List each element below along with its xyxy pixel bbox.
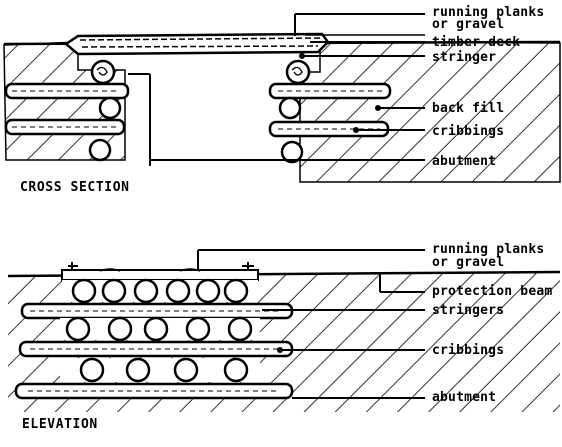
elevation-cribbing-row-3 bbox=[60, 357, 260, 383]
label-elev-running-planks-line1: running planks bbox=[432, 242, 544, 257]
label-back-fill: back fill bbox=[432, 101, 504, 116]
label-abutment: abutment bbox=[432, 154, 496, 169]
right-cribbings bbox=[268, 82, 392, 164]
stringer-logs bbox=[90, 59, 311, 85]
label-protection-beam: protection beam bbox=[432, 284, 552, 299]
log-grain-lines bbox=[28, 310, 280, 392]
elevation-drawing: running planks or gravel protection beam… bbox=[7, 242, 561, 432]
cross-section-drawing: running planks or gravel timber deck str… bbox=[3, 5, 561, 195]
elevation-stringers-row bbox=[62, 278, 258, 304]
label-elev-cribbings: cribbings bbox=[432, 343, 504, 358]
label-cribbings: cribbings bbox=[432, 124, 504, 139]
label-running-planks-line1: running planks bbox=[432, 5, 544, 20]
elevation-cribbing-row-2 bbox=[60, 316, 260, 342]
label-timber-deck: timber deck bbox=[432, 35, 520, 50]
cross-section-leaders bbox=[294, 13, 425, 131]
label-stringer: stringer bbox=[432, 50, 496, 65]
abutment-bracket bbox=[128, 73, 425, 166]
label-elev-running-planks-line2: or gravel bbox=[432, 255, 504, 270]
timber-deck bbox=[63, 32, 330, 56]
left-cribbings bbox=[4, 82, 130, 162]
elevation-title: ELEVATION bbox=[22, 417, 98, 432]
elevation-leader-dots bbox=[277, 347, 283, 353]
cross-section-leader-dots bbox=[299, 53, 381, 133]
label-elev-abutment: abutment bbox=[432, 390, 496, 405]
elevation-deck bbox=[61, 262, 259, 281]
label-stringers: stringers bbox=[432, 303, 504, 318]
cross-section-title: CROSS SECTION bbox=[20, 180, 130, 195]
elevation-leaders bbox=[197, 249, 425, 399]
label-running-planks-line2: or gravel bbox=[432, 17, 504, 32]
